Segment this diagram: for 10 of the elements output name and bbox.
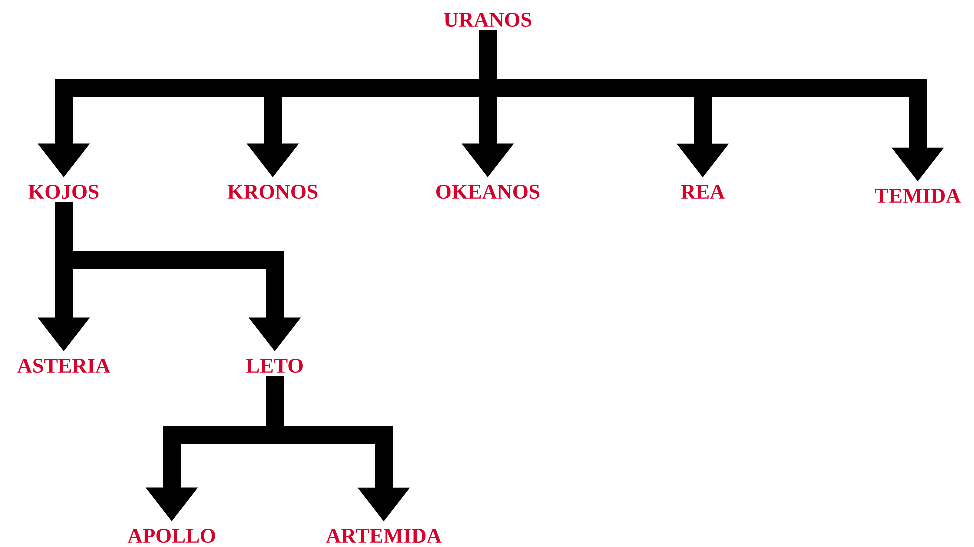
name-label: REA [681, 185, 726, 199]
name-label: LETO [246, 358, 303, 374]
name-label: APOLLO [128, 528, 216, 544]
name-label: KRONOS [228, 184, 318, 200]
name-label: KOJOS [28, 184, 99, 200]
name-label: TEMIDA [875, 189, 962, 203]
name-label: ARTEMIDA [326, 529, 442, 543]
name-label: ASTERIA [18, 358, 111, 374]
name-label: OKEANOS [436, 184, 540, 200]
name-label: URANOS [444, 12, 532, 28]
